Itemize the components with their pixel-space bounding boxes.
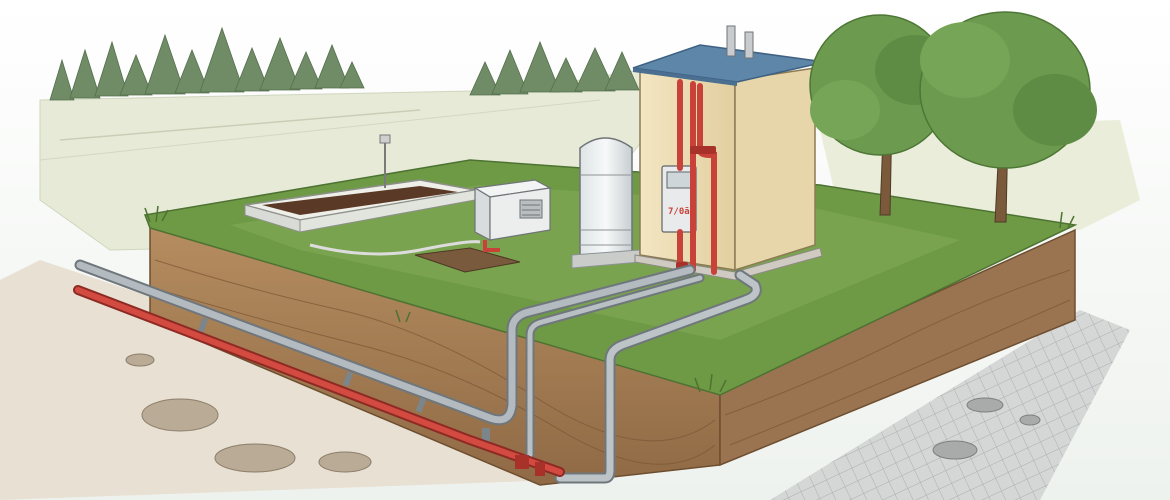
field-line (39, 99, 601, 161)
dirt-mounds (125, 353, 372, 473)
far-trees-left (49, 26, 365, 101)
far-trees-right (469, 40, 640, 96)
electrical-box (473, 179, 552, 252)
soil-strata (154, 259, 1071, 465)
grass-tufts (144, 205, 1075, 393)
paving (770, 310, 1130, 500)
drain-grate (414, 247, 521, 273)
underground-gray-pipes (74, 259, 762, 484)
storage-tank (571, 137, 641, 269)
soil-right-face (719, 228, 1076, 467)
paving-stones (932, 397, 1041, 460)
red-pipe-fittings (515, 455, 545, 476)
pump-house (632, 25, 826, 281)
pipe-couplings (197, 317, 490, 442)
ground-dirt (0, 260, 560, 500)
meter-box: 7/0ā (661, 165, 697, 233)
meter-label: 7/0ā (668, 207, 690, 217)
cable (309, 240, 481, 256)
raised-bed (244, 179, 476, 233)
tree-right (919, 11, 1097, 223)
underground-red-pipe (73, 285, 565, 477)
field-line (59, 109, 421, 141)
signpost (379, 134, 391, 188)
